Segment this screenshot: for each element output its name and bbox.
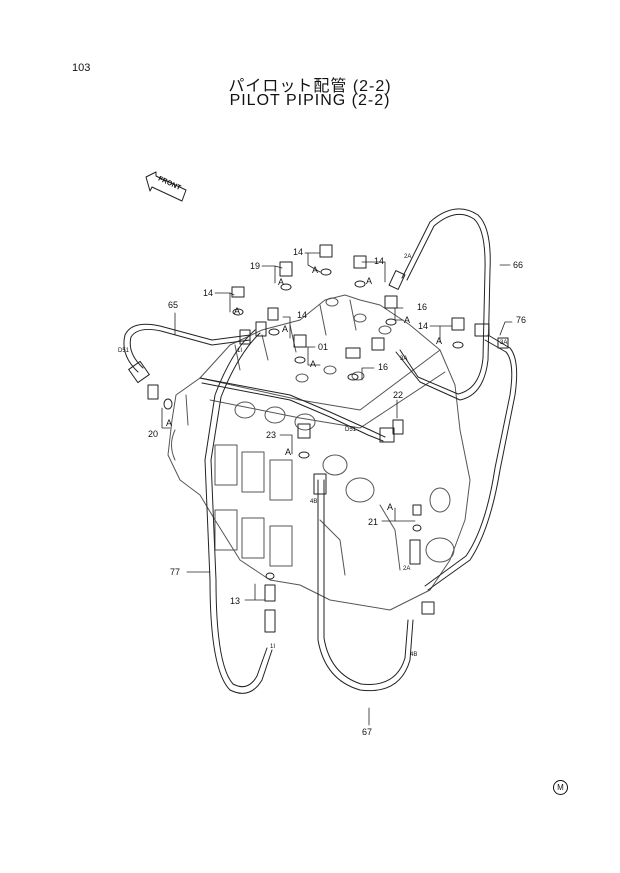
port-4b-upper: 4B (310, 499, 317, 505)
port-3a-right: 3A (500, 340, 507, 346)
callout-67: 67 (362, 727, 372, 737)
callout-77: 77 (170, 567, 180, 577)
callout-20: 20 (148, 429, 158, 439)
callout-19: 19 (250, 261, 260, 271)
port-d51-left: D51 (118, 348, 130, 354)
a-mark: A (312, 265, 318, 275)
a-mark: A (278, 277, 284, 287)
port-1i-lower: 1I (270, 644, 275, 650)
port-4b-lower: 4B (410, 652, 417, 658)
callout-01: 01 (318, 342, 328, 352)
a-mark: A (404, 315, 410, 325)
hose-67 (317, 479, 414, 692)
leader-lines (161, 252, 513, 726)
port-2a-lower: 2A (403, 566, 410, 572)
callout-21: 21 (368, 517, 378, 527)
callout-23: 23 (266, 430, 276, 440)
control-valve-body (167, 294, 471, 611)
callout-65: 65 (168, 300, 178, 310)
callout-76: 76 (516, 315, 526, 325)
callout-66: 66 (513, 260, 523, 270)
callout-14c: 14 (203, 288, 213, 298)
a-mark: A (366, 276, 372, 286)
hose-66 (395, 208, 491, 401)
callout-14e: 14 (418, 321, 428, 331)
callout-22: 22 (393, 390, 403, 400)
hose-76 (427, 334, 518, 591)
a-mark: A (282, 324, 288, 334)
callout-13: 13 (230, 596, 240, 606)
callout-14a: 14 (293, 247, 303, 257)
a-mark: A (387, 502, 393, 512)
page-number: 103 (72, 62, 91, 74)
title-japanese: パイロット配管 (2-2) (228, 78, 392, 95)
callout-14b: 14 (374, 256, 384, 266)
callout-14d: 14 (297, 310, 307, 320)
callout-16b: 16 (378, 362, 388, 372)
port-2a-upper: 2A (404, 254, 411, 260)
port-3a-left: 3A (400, 356, 407, 362)
a-mark: A (285, 447, 291, 457)
a-mark: A (166, 418, 172, 428)
corner-mark: M (553, 780, 568, 795)
port-d51-right: D51 (345, 427, 357, 433)
hose-77 (204, 329, 273, 694)
a-mark: A (234, 306, 240, 316)
callout-16a: 16 (417, 302, 427, 312)
front-arrow-icon (145, 171, 187, 202)
port-1i-upper: 1I (237, 348, 242, 354)
title-english: PILOT PIPING (2-2) (229, 92, 391, 109)
a-mark: A (310, 359, 316, 369)
hose-65 (123, 323, 251, 373)
a-mark: A (436, 336, 442, 346)
front-label: FRONT (157, 175, 182, 192)
